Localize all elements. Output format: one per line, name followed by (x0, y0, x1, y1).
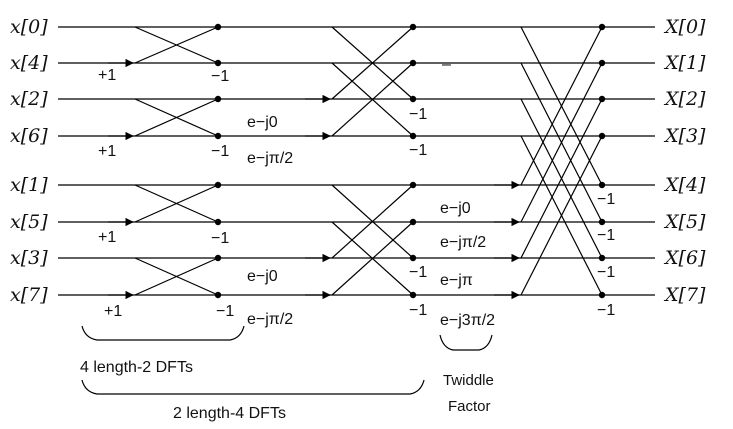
stage2-cross (331, 62, 414, 137)
stage3-node (598, 291, 606, 299)
plus-one-label: +1 (98, 143, 116, 160)
twiddle-label: e−jπ/2 (247, 311, 293, 328)
minus-one-label: −1 (211, 143, 229, 160)
stage2-weights: e−j0 e−jπ/2 e−j0 e−jπ/2 −1 −1 −1 −1 – (247, 56, 451, 328)
output-label: X[5] (663, 211, 706, 233)
twiddle-label: e−jπ/2 (440, 234, 486, 251)
stage3-node (598, 132, 606, 140)
input-label: x[6] (10, 125, 48, 147)
minus-one-label: −1 (409, 302, 427, 319)
caption-twiddle-2: Factor (448, 398, 491, 415)
stage3-node (598, 59, 606, 67)
stage1-node (214, 218, 222, 226)
brace-length2 (81, 325, 245, 341)
stage2-butterflies (305, 23, 417, 300)
stage2-node (409, 132, 417, 140)
twiddle-label: e−j0 (247, 268, 278, 285)
minus-one-label: −1 (409, 142, 427, 159)
group-braces (81, 325, 493, 395)
output-label: X[2] (663, 88, 706, 110)
twiddle-label: e−jπ (440, 272, 473, 289)
minus-one-label: −1 (597, 227, 615, 244)
stage2-node (409, 181, 417, 189)
stage2-cross (331, 26, 414, 100)
captions: 4 length-2 DFTs 2 length-4 DFTs Twiddle … (80, 359, 494, 422)
output-label: X[0] (663, 16, 706, 38)
stage2-node (409, 254, 417, 262)
stage1-butterflies (108, 23, 222, 300)
stage1-node (214, 254, 222, 262)
stage3-cross (520, 26, 603, 186)
stage3-cross (520, 62, 603, 223)
stage1-cross (134, 184, 219, 223)
stage2-node (409, 23, 417, 31)
stage2-node (409, 218, 417, 226)
stage3-cross (520, 98, 603, 259)
stage3-node (598, 181, 606, 189)
output-label: X[3] (663, 125, 706, 147)
output-label: X[4] (663, 174, 706, 196)
stage1-cross (134, 257, 219, 296)
stage2-cross (331, 221, 414, 296)
minus-one-label: −1 (597, 191, 615, 208)
twiddle-label: e−j0 (247, 114, 278, 131)
input-label: x[7] (10, 284, 48, 306)
stage3-weights: e−j0 e−jπ/2 e−jπ e−j3π/2 −1 −1 −1 −1 (440, 191, 615, 329)
stage3-node (598, 95, 606, 103)
stage1-node (214, 59, 222, 67)
stage3-butterflies (494, 23, 606, 300)
input-label: x[5] (10, 211, 48, 233)
stage1-node (214, 291, 222, 299)
output-labels: X[0] X[1] X[2] X[3] X[4] X[5] X[6] X[7] (663, 16, 706, 306)
minus-one-label: −1 (409, 106, 427, 123)
caption-twiddle-1: Twiddle (443, 372, 494, 389)
input-label: x[0] (10, 16, 48, 38)
stage1-node (214, 181, 222, 189)
stage1-node (214, 132, 222, 140)
stage1-weights: +1 +1 +1 +1 −1 −1 −1 −1 (98, 67, 234, 320)
brace-twiddle (439, 334, 493, 351)
dash-mark: – (442, 56, 451, 73)
minus-one-label: −1 (211, 68, 229, 85)
twiddle-label: e−j3π/2 (440, 312, 495, 329)
stage2-node (409, 95, 417, 103)
stage2-node (409, 59, 417, 67)
caption-length2: 4 length-2 DFTs (80, 359, 193, 376)
signal-rails (58, 26, 655, 296)
plus-one-label: +1 (104, 303, 122, 320)
stage1-node (214, 23, 222, 31)
stage3-node (598, 23, 606, 31)
brace-length4 (81, 379, 425, 395)
stage3-cross (520, 135, 603, 296)
input-label: x[3] (10, 247, 48, 269)
caption-length4: 2 length-4 DFTs (173, 405, 286, 422)
stage3-node (598, 254, 606, 262)
twiddle-label: e−jπ/2 (247, 150, 293, 167)
minus-one-label: −1 (409, 264, 427, 281)
output-label: X[7] (663, 284, 706, 306)
minus-one-label: −1 (216, 303, 234, 320)
output-label: X[6] (663, 247, 706, 269)
output-label: X[1] (663, 52, 706, 74)
input-labels: x[0] x[4] x[2] x[6] x[1] x[5] x[3] x[7] (10, 16, 48, 306)
stage1-cross (134, 26, 219, 64)
stage3-node (598, 218, 606, 226)
plus-one-label: +1 (98, 67, 116, 84)
minus-one-label: −1 (211, 230, 229, 247)
minus-one-label: −1 (597, 264, 615, 281)
stage1-node (214, 95, 222, 103)
input-label: x[4] (10, 52, 48, 74)
twiddle-label: e−j0 (440, 200, 471, 217)
stage2-node (409, 291, 417, 299)
minus-one-label: −1 (597, 302, 615, 319)
stage1-cross (134, 98, 219, 137)
input-label: x[1] (10, 174, 48, 196)
input-label: x[2] (10, 88, 48, 110)
stage2-cross (331, 184, 414, 259)
plus-one-label: +1 (98, 229, 116, 246)
